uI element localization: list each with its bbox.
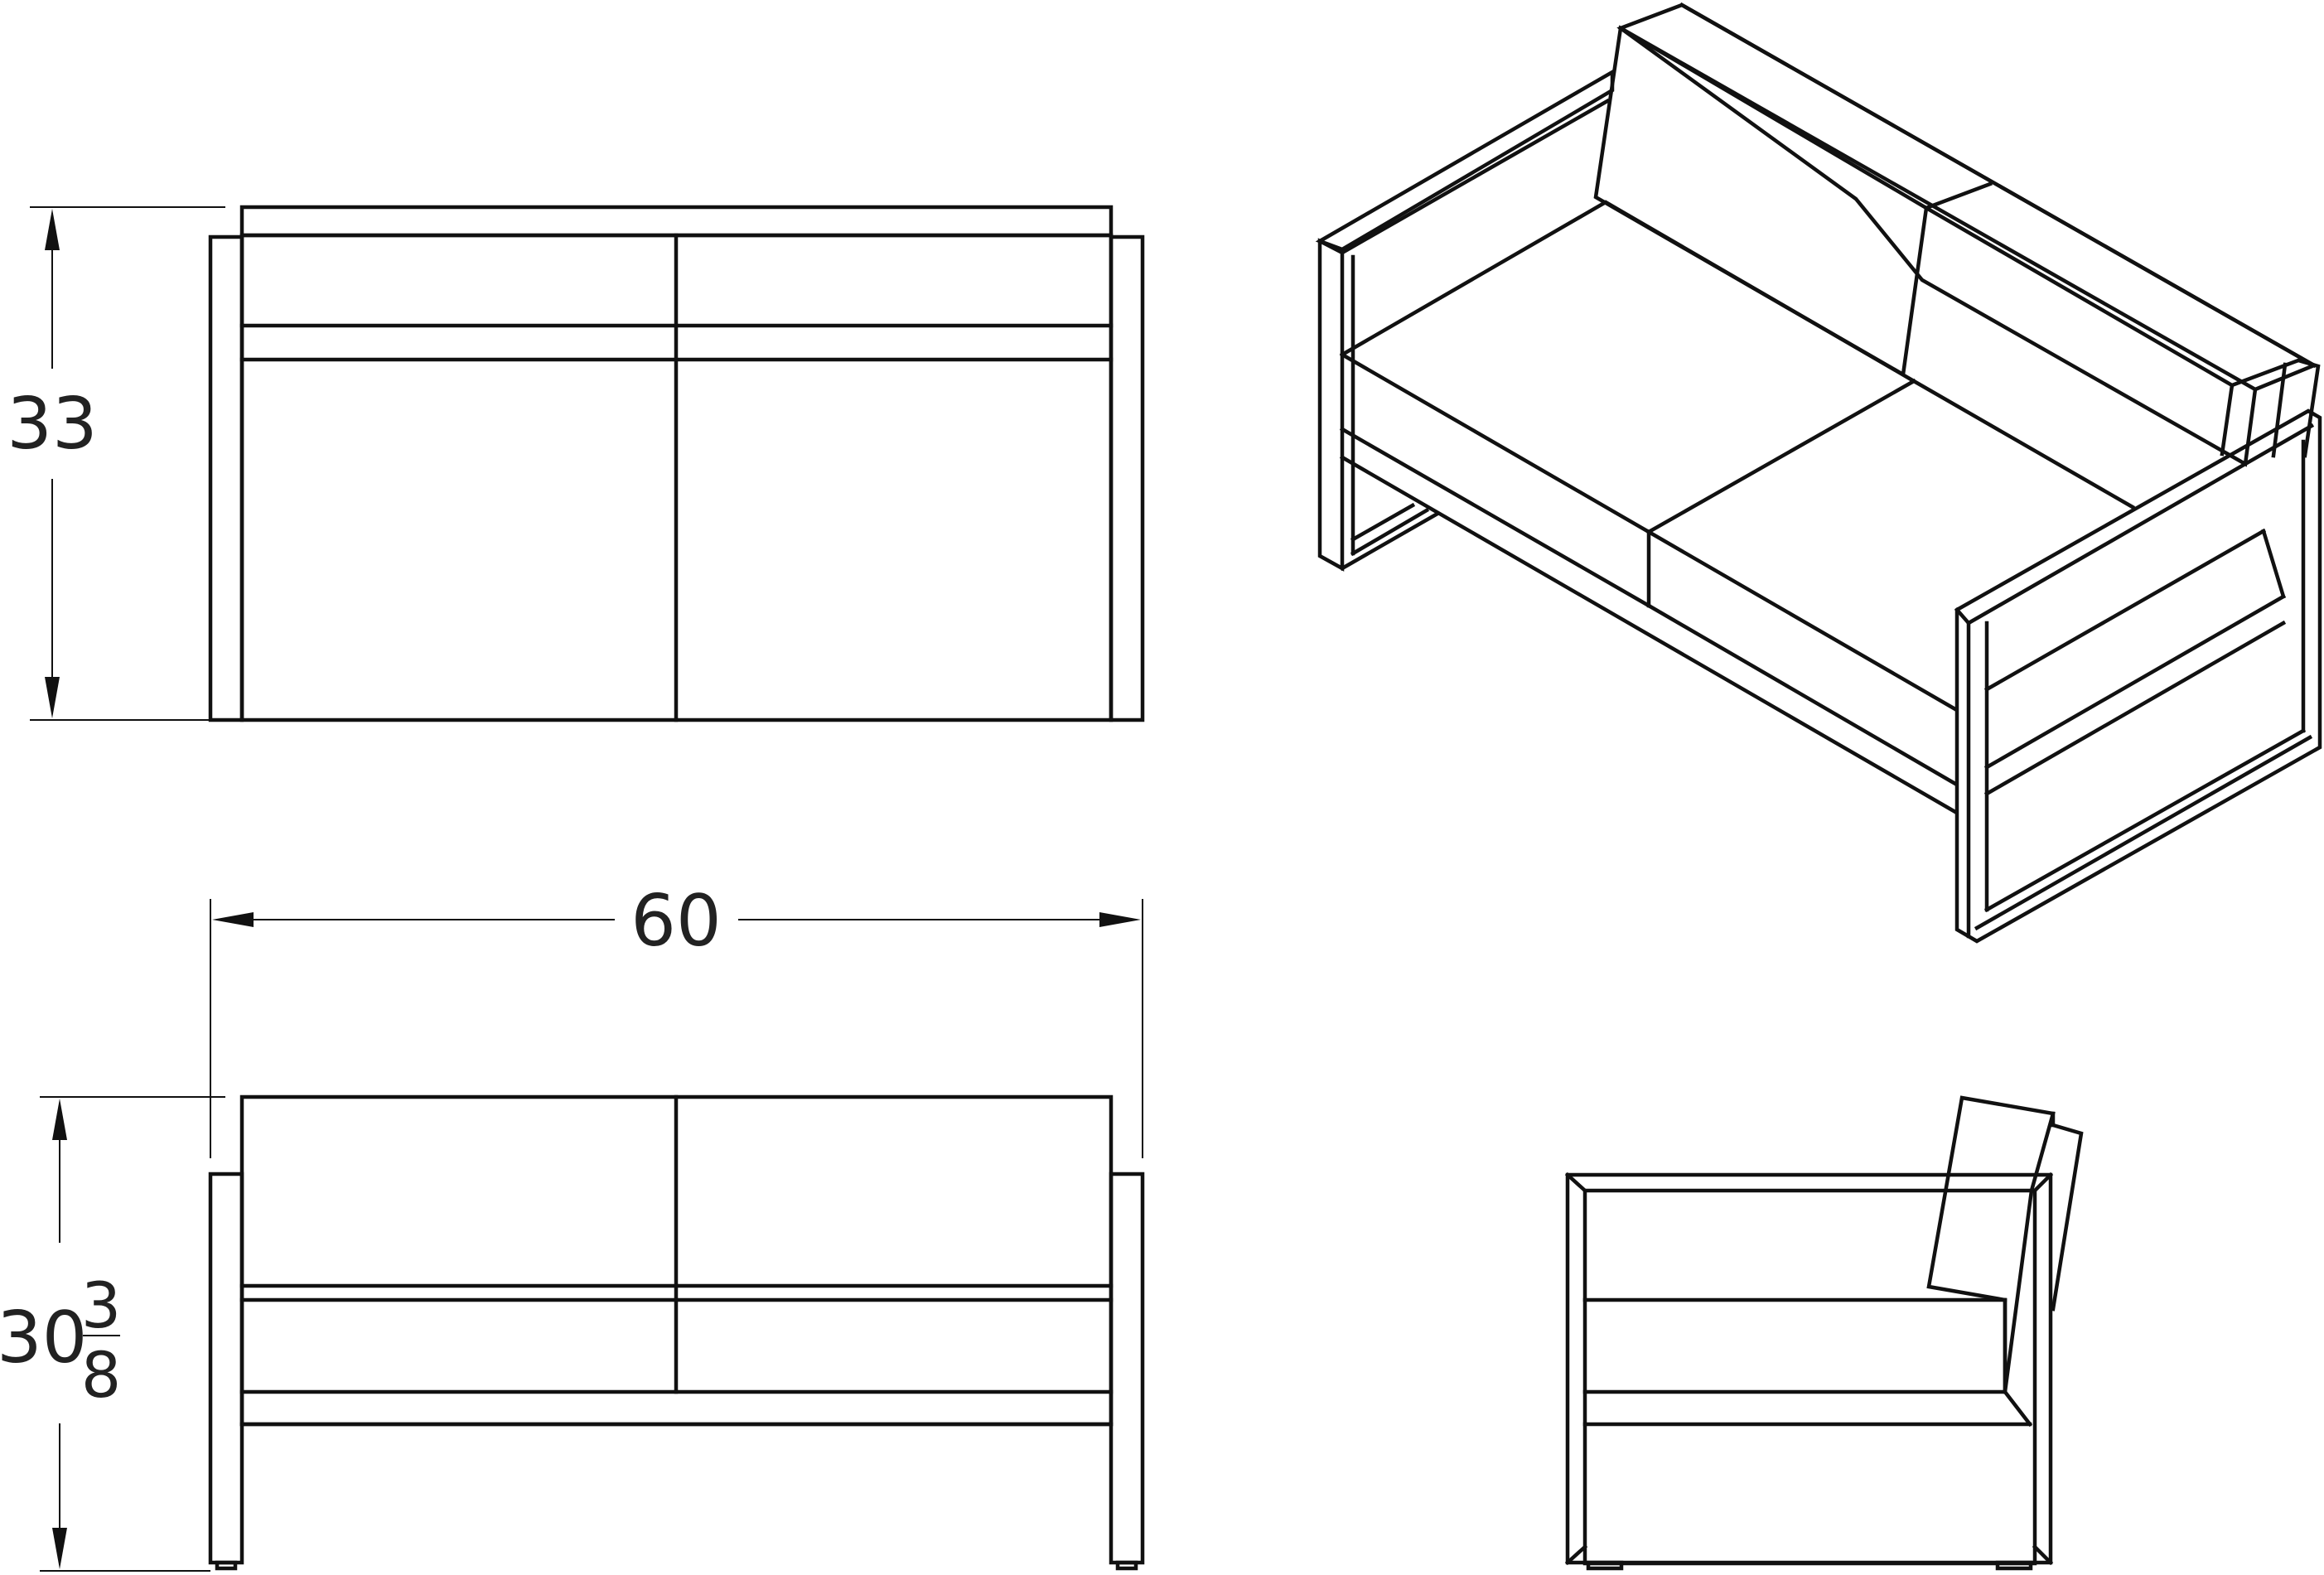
back-elevation-view — [208, 205, 1145, 722]
front-elevation-view — [208, 1094, 1145, 1571]
arrow-up-icon — [45, 209, 60, 250]
dimension-label-30: 30 — [0, 1297, 87, 1379]
dimension-height-front: 30 3 8 — [0, 1096, 225, 1572]
dimension-fraction-denominator: 8 — [81, 1338, 121, 1412]
dimension-height-back: 33 — [7, 206, 225, 721]
arrow-right-icon — [1099, 912, 1141, 927]
dimension-label-60: 60 — [631, 880, 721, 963]
side-elevation-view — [1564, 1095, 2084, 1571]
arrow-left-icon — [212, 912, 254, 927]
dimension-width: 60 — [210, 880, 1143, 1158]
arrow-down-icon — [45, 677, 60, 718]
isometric-view — [1315, 2, 2322, 944]
dimension-fraction-numerator: 3 — [81, 1268, 121, 1342]
arrow-up-icon — [52, 1099, 67, 1140]
arrow-down-icon — [52, 1528, 67, 1569]
dimension-label-33: 33 — [7, 383, 97, 466]
